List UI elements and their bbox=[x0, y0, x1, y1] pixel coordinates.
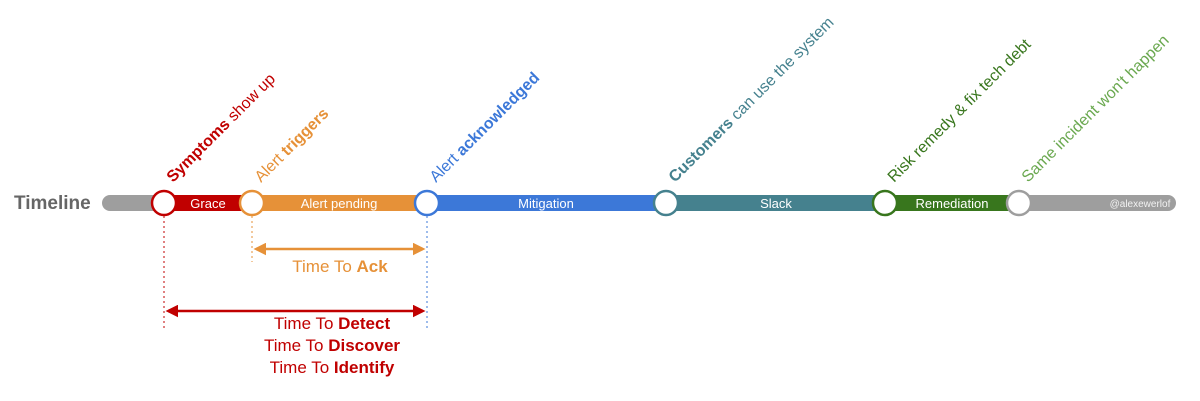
circle-marker-icon bbox=[871, 189, 899, 217]
segment-remediation bbox=[885, 195, 1019, 211]
segment-label-remediation: Remediation bbox=[916, 196, 989, 211]
segment-label-mitigation: Mitigation bbox=[518, 196, 574, 211]
segment-label-alert-pending: Alert pending bbox=[301, 196, 378, 211]
time-to-detect-label: Time To Detect bbox=[274, 314, 391, 333]
milestone-label-acknowledged: Alert acknowledged bbox=[427, 69, 543, 185]
milestone-label-customers: Customers can use the system bbox=[666, 14, 838, 186]
segment-mitigation bbox=[427, 195, 666, 211]
milestone-label-triggers: Alert triggers bbox=[252, 105, 333, 186]
time-to-discover-label: Time To Discover bbox=[264, 336, 400, 355]
time-to-ack-label: Time To Ack bbox=[292, 257, 388, 276]
milestone-label-remediation: Risk remedy & fix tech debt bbox=[885, 36, 1035, 186]
segment-label-slack: Slack bbox=[760, 196, 792, 211]
circle-marker-icon bbox=[413, 189, 441, 217]
time-to-identify-label: Time To Identify bbox=[270, 358, 395, 377]
segment-alert-pending bbox=[252, 195, 427, 211]
circle-marker-icon bbox=[238, 189, 266, 217]
circle-marker-icon bbox=[150, 189, 178, 217]
circle-marker-icon bbox=[652, 189, 680, 217]
watermark: @alexewerlof bbox=[1110, 199, 1171, 210]
milestone-label-same-incident: Same incident won't happen bbox=[1019, 32, 1173, 186]
segment-grace bbox=[164, 195, 252, 211]
segment-slack bbox=[666, 195, 885, 211]
timeline-label: Timeline bbox=[14, 193, 91, 214]
segment-label-grace: Grace bbox=[190, 196, 225, 211]
circle-marker-icon bbox=[1005, 189, 1033, 217]
